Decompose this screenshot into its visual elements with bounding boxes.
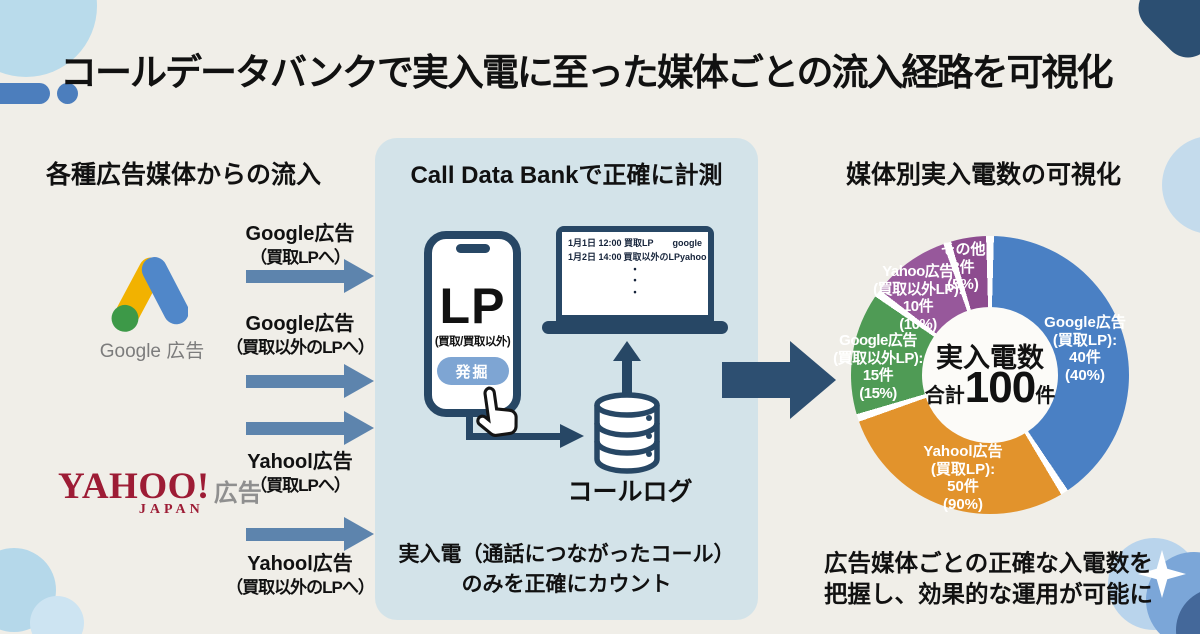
segment-label-sonota: その他 3件 (5%): [940, 241, 986, 294]
db-to-laptop-arrow-shaft: [622, 359, 632, 395]
segment-label-yahoo-other: Yahoo広告 (買取以外LP): 10件 (10%): [873, 263, 963, 334]
segment-label-google-kaitori: Google広告 (買取LP): 40件 (40%): [1044, 314, 1126, 385]
measure-footer-line1: 実入電（通話につながったコール）: [398, 543, 735, 566]
yahoo-caption: 広告: [213, 480, 262, 507]
decor-bottom-left-circle-small: [30, 596, 84, 634]
total-unit: 件: [1035, 385, 1056, 407]
chart-center-title: 実入電数: [936, 343, 1044, 373]
donut-chart: Google広告 (買取LP): 40件 (40%) Yahool広告 (買取L…: [833, 236, 1129, 514]
pointer-hand-icon: [462, 377, 532, 447]
log-row: 1月1日 12:00 買取LP google: [568, 238, 702, 248]
page-title: コールデータバンクで実入電に至った媒体ごとの流入経路を可視化: [60, 52, 1113, 93]
result-footer: 広告媒体ごとの正確な入電数を 把握し、効果的な運用が可能に: [824, 548, 1184, 611]
lp-screen-title: LP: [439, 278, 506, 334]
yahoo-logo-sub: JAPAN: [138, 502, 204, 517]
laptop-illustration: 1月1日 12:00 買取LP google 1月2日 14:00 買取以外のL…: [556, 226, 714, 321]
dig-button: 発掘: [436, 357, 509, 385]
google-ads-logo-icon: [104, 252, 189, 336]
segment-label-google-other: Google広告 (買取以外LP): 15件 (15%): [833, 332, 923, 403]
phone-to-db-connector: [466, 413, 566, 440]
result-heading: 媒体別実入電数の可視化: [846, 161, 1122, 189]
log-row: 1月2日 14:00 買取以外のLP yahoo: [568, 252, 707, 263]
arrow-label-1: Google広告 （買取LPへ）: [245, 223, 355, 267]
smartphone-illustration: LP (買取/買取以外) 発掘: [424, 231, 521, 417]
total-value: 100: [964, 363, 1036, 412]
donut-hole: [922, 307, 1058, 443]
measure-heading: Call Data Bankで正確に計測: [410, 162, 723, 189]
arrow-label-2: Google広告 （買取以外のLPへ）: [226, 313, 375, 357]
measure-footer-line2: のみを正確にカウント: [461, 572, 672, 596]
result-footer-line2: 把握し、効果的な運用が可能に: [824, 581, 1153, 608]
total-prefix: 合計: [924, 385, 965, 407]
result-footer-line1: 広告媒体ごとの正確な入電数を: [824, 550, 1153, 576]
inflow-arrow-3: [246, 411, 374, 445]
arrow-label-4: Yahool広告 （買取以外のLPへ）: [226, 553, 375, 597]
decor-top-left-pill: [0, 83, 50, 104]
big-flow-arrow: [722, 362, 790, 398]
inflow-arrow-4: [246, 517, 374, 551]
phone-notch: [455, 244, 490, 253]
database-icon: [588, 391, 666, 475]
inflow-heading: 各種広告媒体からの流入: [46, 161, 322, 189]
chart-center-total: 合計 100 件: [851, 366, 1129, 410]
lp-screen-subtitle: (買取/買取以外): [434, 336, 511, 348]
yahoo-logo-text: YAHOO!: [58, 466, 210, 507]
laptop-base: [542, 321, 728, 334]
inflow-arrow-2: [246, 364, 374, 398]
inflow-arrow-1: [246, 259, 374, 293]
yahoo-japan-logo: YAHOO! JAPAN 広告: [58, 468, 262, 518]
big-flow-arrowhead: [790, 341, 836, 419]
arrow-label-3: Yahool広告 （買取LPへ）: [247, 451, 353, 495]
decor-top-left-dot: [57, 83, 78, 104]
db-to-laptop-arrow: [613, 341, 641, 361]
log-ellipsis: ・ ・ ・: [630, 264, 640, 299]
phone-to-db-arrowhead: [560, 424, 584, 448]
google-ads-caption: Google 広告: [99, 341, 205, 362]
database-caption: コールログ: [567, 478, 693, 506]
measure-footer: 実入電（通話につながったコール） のみを正確にカウント: [375, 540, 758, 600]
segment-label-yahoo-kaitori: Yahool広告 (買取LP): 50件 (90%): [923, 443, 1003, 514]
yahoo-wordmark: YAHOO! JAPAN: [58, 468, 210, 518]
call-log-screen: 1月1日 12:00 買取LP google 1月2日 14:00 買取以外のL…: [562, 232, 708, 315]
